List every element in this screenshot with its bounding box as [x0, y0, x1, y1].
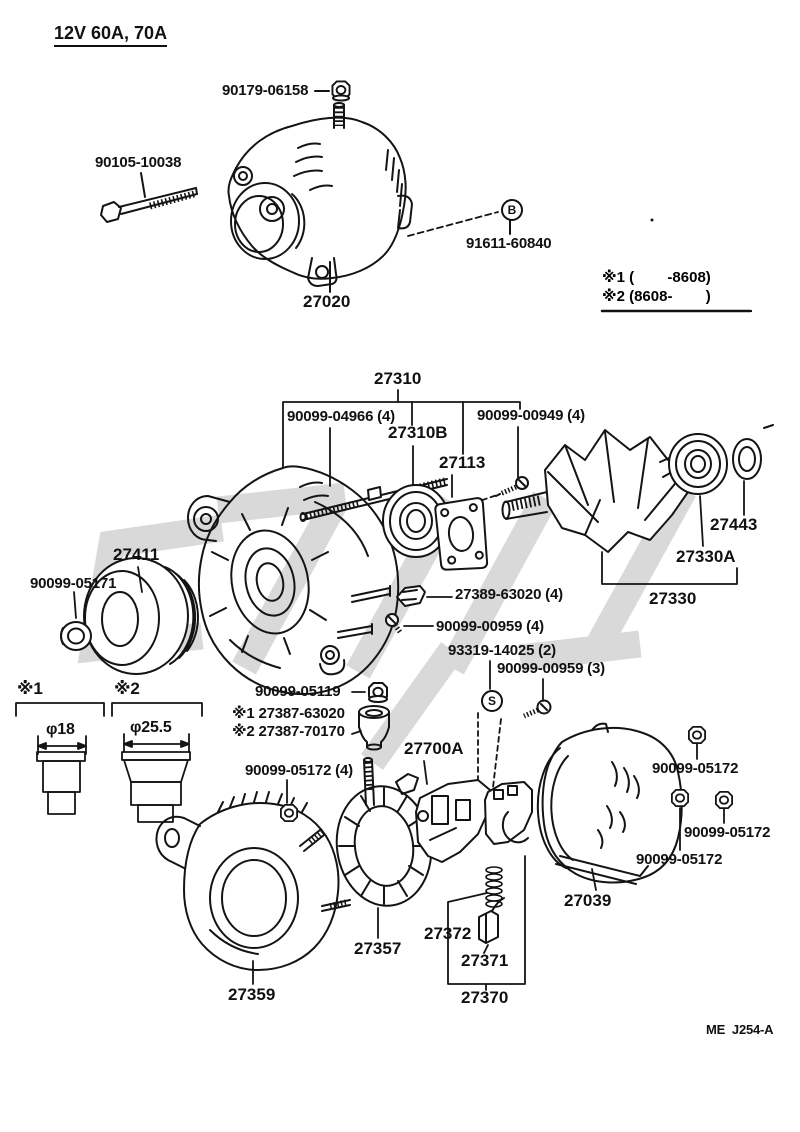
part-label-27310b: 27310B [388, 423, 448, 442]
part-label-90099-05172-top: 90099-05172 [652, 760, 739, 777]
part-label-90099-05172-4: 90099-05172 (4) [245, 762, 353, 779]
part-label-90099-05171: 90099-05171 [30, 575, 117, 592]
ring-27443-drawing [732, 438, 762, 480]
brush-27371-drawing [478, 897, 505, 944]
part-label-90099-00959-4: 90099-00959 (4) [436, 618, 544, 635]
part-label-27330: 27330 [649, 589, 697, 608]
screw-00959-4-drawing [385, 613, 403, 634]
bearing-27330a-drawing [668, 433, 728, 495]
part-label-93319-14025: 93319-14025 (2) [448, 642, 556, 659]
rear-through-bolt-drawing [363, 757, 375, 806]
scan-marks [650, 218, 774, 429]
part-label-90099-05172-bottom: 90099-05172 [636, 851, 723, 868]
rear-bracket-27359-drawing [155, 791, 351, 971]
part-label-27113: 27113 [439, 453, 486, 472]
part-label-27039: 27039 [564, 891, 612, 910]
variant2-diameter: φ25.5 [130, 719, 172, 736]
retainer-plate-27113-drawing [434, 497, 489, 571]
leader-lines-middle [286, 596, 544, 804]
part-label-91611-60840: 91611-60840 [466, 235, 552, 252]
bracket-lines-27330 [601, 480, 745, 585]
pulley-27411-drawing [83, 557, 199, 675]
insulator-27387-drawing [358, 705, 390, 751]
bolt-marker-badge: B [501, 199, 523, 221]
brush-holder-drawing [484, 781, 533, 845]
part-label-27372: 27372 [424, 924, 472, 943]
alternator-assembly-drawing [227, 102, 413, 287]
variant1-symbol: ※1 [17, 679, 43, 698]
clip-27389-drawing [396, 585, 426, 607]
bracket-lines-27310 [282, 389, 521, 507]
screw-00949-drawing [495, 476, 529, 497]
production-notes: ※1 ( -8608) ※2 (8608- ) [602, 269, 752, 312]
production-note-2: ※2 (8608- ) [602, 287, 711, 305]
doc-code: ME J254-A [706, 1022, 774, 1037]
screw-00959-3-drawing [523, 699, 552, 719]
front-bracket-drawing [187, 465, 400, 695]
part-label-27700a: 27700A [404, 739, 464, 758]
part-label-90099-05119: 90099-05119 [255, 683, 341, 700]
rotor-27330-drawing [501, 429, 691, 553]
end-cover-27039-drawing [536, 722, 683, 885]
part-label-27389-63020: 27389-63020 (4) [455, 586, 563, 603]
part-label-90099-00959-3: 90099-00959 (3) [497, 660, 605, 677]
part-label-27387-v2: ※2 27387-70170 [232, 723, 345, 740]
part-label-27387-v1: ※1 27387-63020 [232, 705, 345, 722]
nut-90179-drawing [331, 80, 351, 102]
page-title: 12V 60A, 70A [54, 24, 168, 47]
part-label-27411: 27411 [113, 545, 160, 564]
spring-27372-drawing [485, 866, 503, 908]
nut-05171-drawing [60, 621, 92, 651]
part-label-90179-06158: 90179-06158 [222, 82, 309, 99]
variant-fig2-drawing [111, 702, 203, 823]
part-label-90105-10038: 90105-10038 [95, 154, 182, 171]
variant2-symbol: ※2 [114, 679, 140, 698]
part-label-27330a: 27330A [676, 547, 736, 566]
regulator-27700a-drawing [415, 779, 491, 863]
part-label-27359: 27359 [228, 985, 276, 1004]
screw-marker-badge: S [481, 690, 503, 712]
bolt-90105-drawing [100, 187, 198, 223]
nut-05119-drawing [368, 682, 388, 703]
leader-lines-pulley [73, 566, 143, 619]
production-note-1: ※1 ( -8608) [602, 269, 711, 286]
part-label-27020: 27020 [303, 292, 351, 311]
part-label-90099-05172-right: 90099-05172 [684, 824, 771, 841]
leader-lines-bottom [252, 743, 725, 991]
part-label-27357: 27357 [354, 939, 402, 958]
part-label-27370: 27370 [461, 988, 509, 1007]
part-label-27371: 27371 [461, 951, 509, 970]
part-label-27443: 27443 [710, 515, 758, 534]
variant1-diameter: φ18 [46, 721, 75, 738]
variant-fig1-drawing [15, 702, 105, 815]
part-label-90099-00949: 90099-00949 (4) [477, 407, 585, 424]
part-label-90099-04966: 90099-04966 (4) [287, 408, 395, 425]
part-label-27310: 27310 [374, 369, 422, 388]
